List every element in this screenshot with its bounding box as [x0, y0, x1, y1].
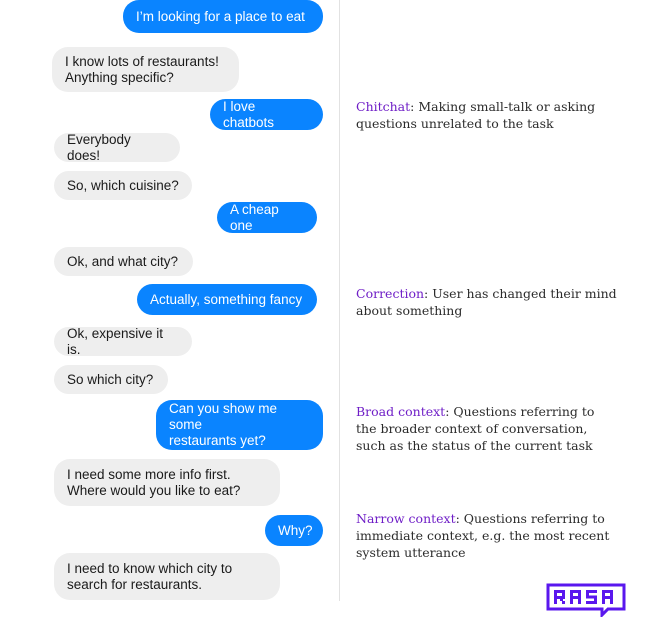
bot-message-bubble: I know lots of restaurants! Anything spe…: [52, 47, 239, 92]
user-message-bubble: A cheap one: [217, 202, 317, 233]
annotation-description: : User has changed their mind about some…: [356, 286, 617, 318]
bot-message-bubble: Ok, expensive it is.: [54, 326, 192, 357]
annotation-chitchat: Chitchat: Making small-talk or asking qu…: [356, 98, 618, 132]
bot-message-bubble: So, which cuisine?: [54, 171, 192, 200]
annotation-description: : Questions referring to the broader con…: [356, 404, 595, 453]
bot-message-bubble: Ok, and what city?: [54, 247, 193, 276]
annotation-narrow-context: Narrow context: Questions referring to i…: [356, 510, 618, 561]
annotation-term: Narrow context: [356, 511, 456, 526]
user-message-bubble: I’m looking for a place to eat: [123, 0, 323, 33]
column-divider: [339, 0, 340, 601]
annotation-description: : Making small-talk or asking questions …: [356, 99, 596, 131]
user-message-bubble: Actually, something fancy: [137, 284, 317, 315]
annotation-term: Broad context: [356, 404, 446, 419]
annotation-term: Chitchat: [356, 99, 411, 114]
bot-message-bubble: I need to know which city to search for …: [54, 553, 280, 600]
user-message-bubble: Why?: [265, 515, 323, 546]
annotation-broad-context: Broad context: Questions referring to th…: [356, 403, 618, 454]
bot-message-bubble: So which city?: [54, 365, 168, 394]
bot-message-bubble: I need some more info first. Where would…: [54, 459, 280, 506]
annotation-description: : Questions referring to immediate conte…: [356, 511, 610, 560]
annotation-correction: Correction: User has changed their mind …: [356, 285, 618, 319]
rasa-logo: [546, 583, 626, 617]
annotation-term: Correction: [356, 286, 425, 301]
user-message-bubble: Can you show me some restaurants yet?: [156, 400, 323, 450]
bot-message-bubble: Everybody does!: [54, 132, 180, 163]
user-message-bubble: I love chatbots: [210, 99, 323, 130]
